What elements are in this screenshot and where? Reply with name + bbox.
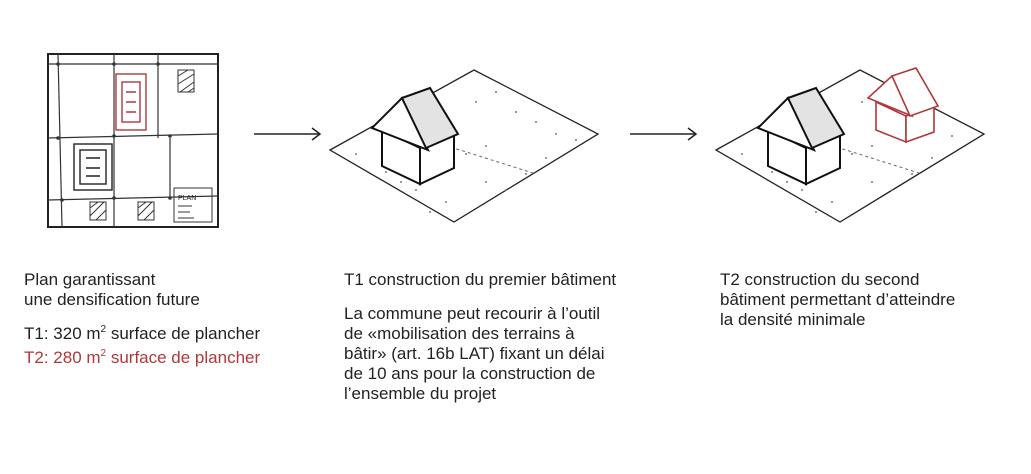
plan-caption: Plan garantissant une densification futu… xyxy=(24,270,324,368)
t1-surface-prefix: T1: 320 m xyxy=(24,324,101,343)
terrain-plot xyxy=(328,69,600,223)
plan-caption-line: une densification future xyxy=(24,290,200,309)
plan-legend-label: PLAN xyxy=(178,195,196,202)
step1-body-line: l’ensemble du projet xyxy=(344,384,497,403)
t2-building-footprint xyxy=(115,73,147,131)
step1-body-line: de 10 ans pour la construction de xyxy=(344,364,596,383)
step1-body-line: bâtir» (art. 16b LAT) fixant un délai xyxy=(344,344,605,363)
house-t1 xyxy=(370,86,460,186)
t1-surface-exponent: 2 xyxy=(100,324,107,335)
step1-caption: T1 construction du premier bâtiment La c… xyxy=(344,270,704,404)
t2-surface: T2: 280 m2 surface de plancher xyxy=(24,348,324,368)
step2-title-line: la densité minimale xyxy=(720,310,866,329)
step2-caption: T2 construction du second bâtiment perme… xyxy=(720,270,1020,330)
grid-dots xyxy=(56,62,172,202)
t2-surface-prefix: T2: 280 m xyxy=(24,348,101,367)
step1-body-line: de «mobilisation des terrains à xyxy=(344,324,575,343)
t2-surface-exponent: 2 xyxy=(100,348,107,359)
t1-building-footprint xyxy=(73,143,113,191)
house-t2 xyxy=(866,67,940,144)
step2-title-line: bâtiment permettant d’atteindre xyxy=(720,290,956,309)
step1-body-line: La commune peut recourir à l’outil xyxy=(344,304,601,323)
step1-title: T1 construction du premier bâtiment xyxy=(344,270,617,289)
t1-construction-illustration xyxy=(328,69,600,223)
t1-surface-suffix: surface de plancher xyxy=(106,324,261,343)
t2-construction-illustration xyxy=(714,67,986,223)
plan-caption-line: Plan garantissant xyxy=(24,270,156,289)
house-t1 xyxy=(756,86,846,186)
arrow-right-icon xyxy=(630,127,698,141)
site-plan-illustration: PLAN xyxy=(47,53,219,228)
t1-surface: T1: 320 m2 surface de plancher xyxy=(24,324,324,344)
plan-legend xyxy=(173,187,213,223)
terrain-plot xyxy=(714,69,986,223)
arrow-right-icon xyxy=(254,127,322,141)
t2-surface-suffix: surface de plancher xyxy=(106,348,261,367)
step2-title-line: T2 construction du second xyxy=(720,270,920,289)
